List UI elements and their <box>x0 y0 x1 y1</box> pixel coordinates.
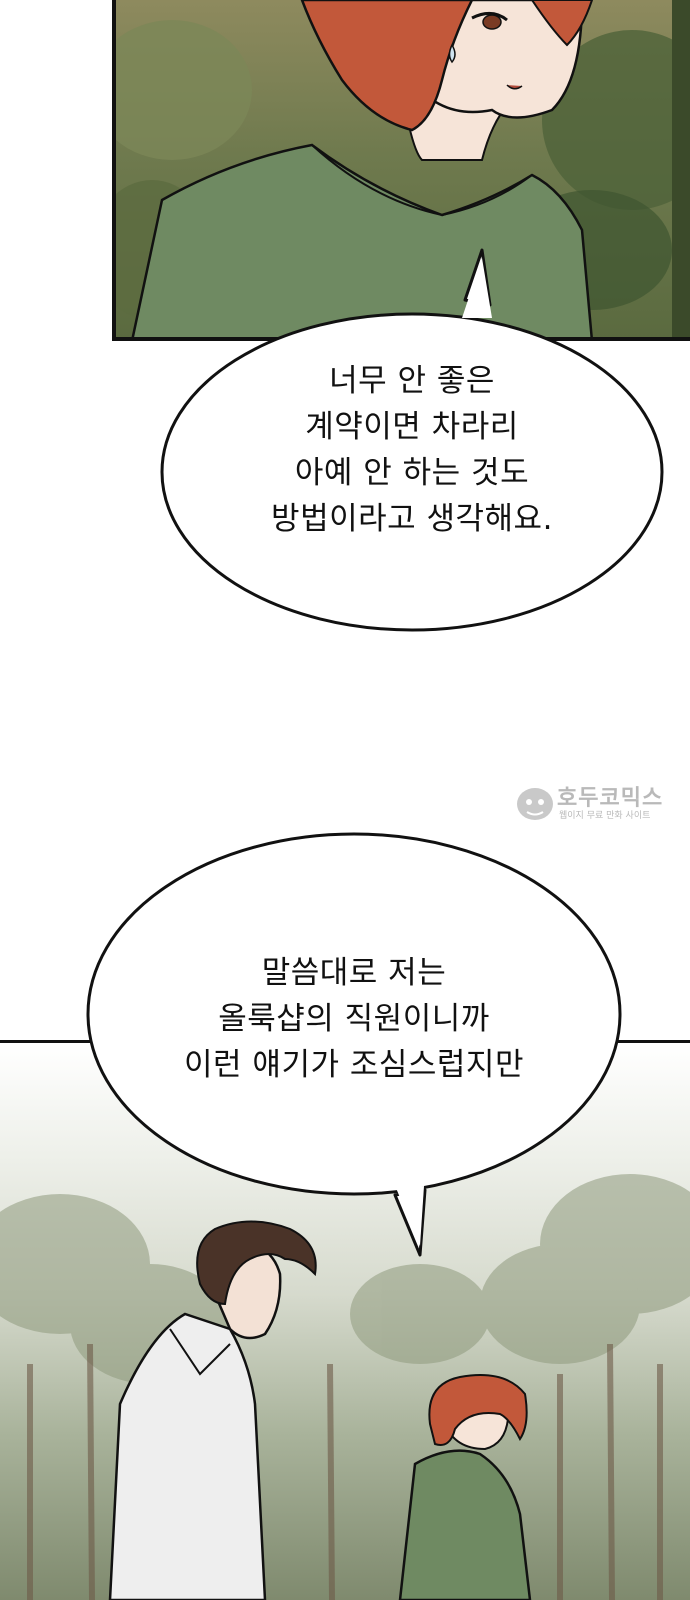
top-panel-art <box>112 0 690 341</box>
watermark-title: 호두코믹스 <box>557 786 664 811</box>
bubble-2-line: 말씀대로 저는 <box>261 955 447 991</box>
bottom-panel <box>0 1044 690 1600</box>
bubble-2-text: 말씀대로 저는 올룩샵의 직원이니까 이런 얘기가 조심스럽지만 <box>104 950 604 1088</box>
top-panel <box>112 0 690 341</box>
bubble-2-line: 이런 얘기가 조심스럽지만 <box>184 1047 524 1083</box>
walnut-mascot-icon <box>517 788 553 820</box>
top-panel-border <box>112 0 690 341</box>
bubble-1-line: 계약이면 차라리 <box>305 409 519 445</box>
watermark-subtitle: 웹이지 무료 만화 사이트 <box>559 811 651 821</box>
bubble-1-line: 너무 안 좋은 <box>329 363 495 399</box>
bottom-panel-art <box>0 1174 690 1600</box>
bubble-1-line: 방법이라고 생각해요. <box>271 501 553 537</box>
bubble-1-line: 아예 안 하는 것도 <box>294 455 530 491</box>
watermark: 호두코믹스 웹이지 무료 만화 사이트 <box>513 780 688 826</box>
bubble-1-text: 너무 안 좋은 계약이면 차라리 아예 안 하는 것도 방법이라고 생각해요. <box>202 358 622 542</box>
bubble-2-line: 올룩샵의 직원이니까 <box>218 1001 490 1037</box>
